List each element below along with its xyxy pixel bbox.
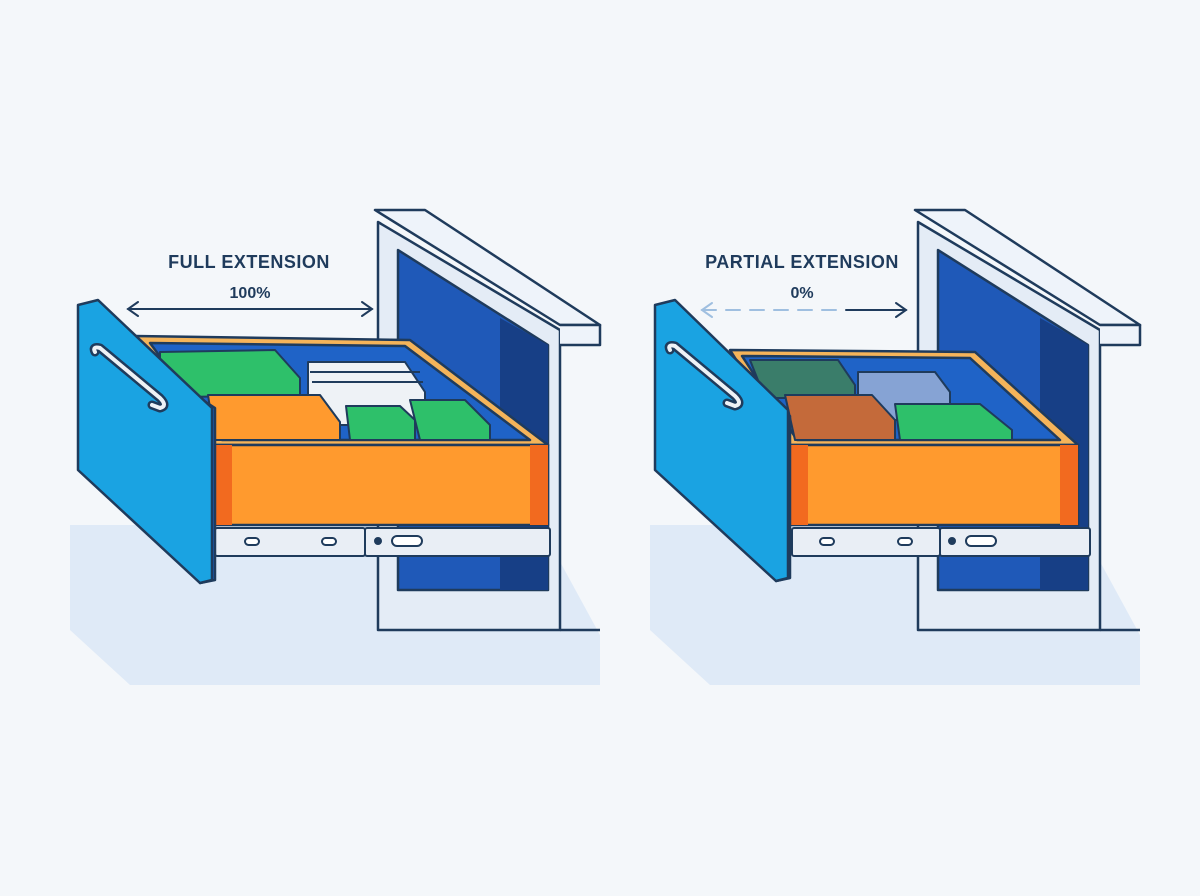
slide-rail-rivet <box>948 537 956 545</box>
drawer-contents <box>749 359 1013 441</box>
drawer-body-edge-right <box>530 445 548 525</box>
slide-rail-slot <box>391 535 423 547</box>
partial-extension-arrow <box>700 302 908 318</box>
slide-rail-slot <box>965 535 997 547</box>
drawer-front-face <box>653 298 790 583</box>
full-extension-drawer <box>70 208 602 685</box>
cabinet-ledge <box>1100 323 1142 347</box>
slide-rail-slot <box>321 537 337 546</box>
drawer-contents <box>159 349 491 441</box>
drawer-front-panel <box>76 298 217 585</box>
slide-rail-inner <box>214 527 366 557</box>
drawer-slide-rail <box>791 527 1091 557</box>
slide-rail-inner <box>791 527 941 557</box>
full-extension-label: FULL EXTENSION <box>168 252 330 272</box>
slide-rail-slot <box>897 537 913 546</box>
drawer-body-edge-left <box>212 445 232 525</box>
drawer-body-edge-right <box>1060 445 1078 525</box>
orange-box <box>207 394 341 441</box>
partial-extension-value: 0% <box>790 285 814 302</box>
partial-extension-label: PARTIAL EXTENSION <box>705 252 899 272</box>
orange-box-dim <box>784 394 896 441</box>
drawer-body-front <box>788 443 1080 527</box>
drawer-slide-rail <box>214 527 551 557</box>
full-extension-value: 100% <box>229 285 271 302</box>
slide-rail-slot <box>244 537 260 546</box>
partial-extension-drawer <box>650 208 1142 685</box>
drawer-front-face <box>76 298 214 585</box>
green-box-front <box>894 403 1013 441</box>
green-box-right <box>409 399 491 441</box>
full-extension-arrow <box>126 301 374 317</box>
slide-rail-rivet <box>374 537 382 545</box>
green-box-front <box>345 405 416 441</box>
drawer-front-panel <box>653 298 792 583</box>
slide-rail-outer <box>939 527 1091 557</box>
drawer-body-edge-left <box>790 445 808 525</box>
drawer-body-front <box>210 443 550 527</box>
slide-rail-slot <box>819 537 835 546</box>
cabinet-ledge <box>560 323 602 347</box>
